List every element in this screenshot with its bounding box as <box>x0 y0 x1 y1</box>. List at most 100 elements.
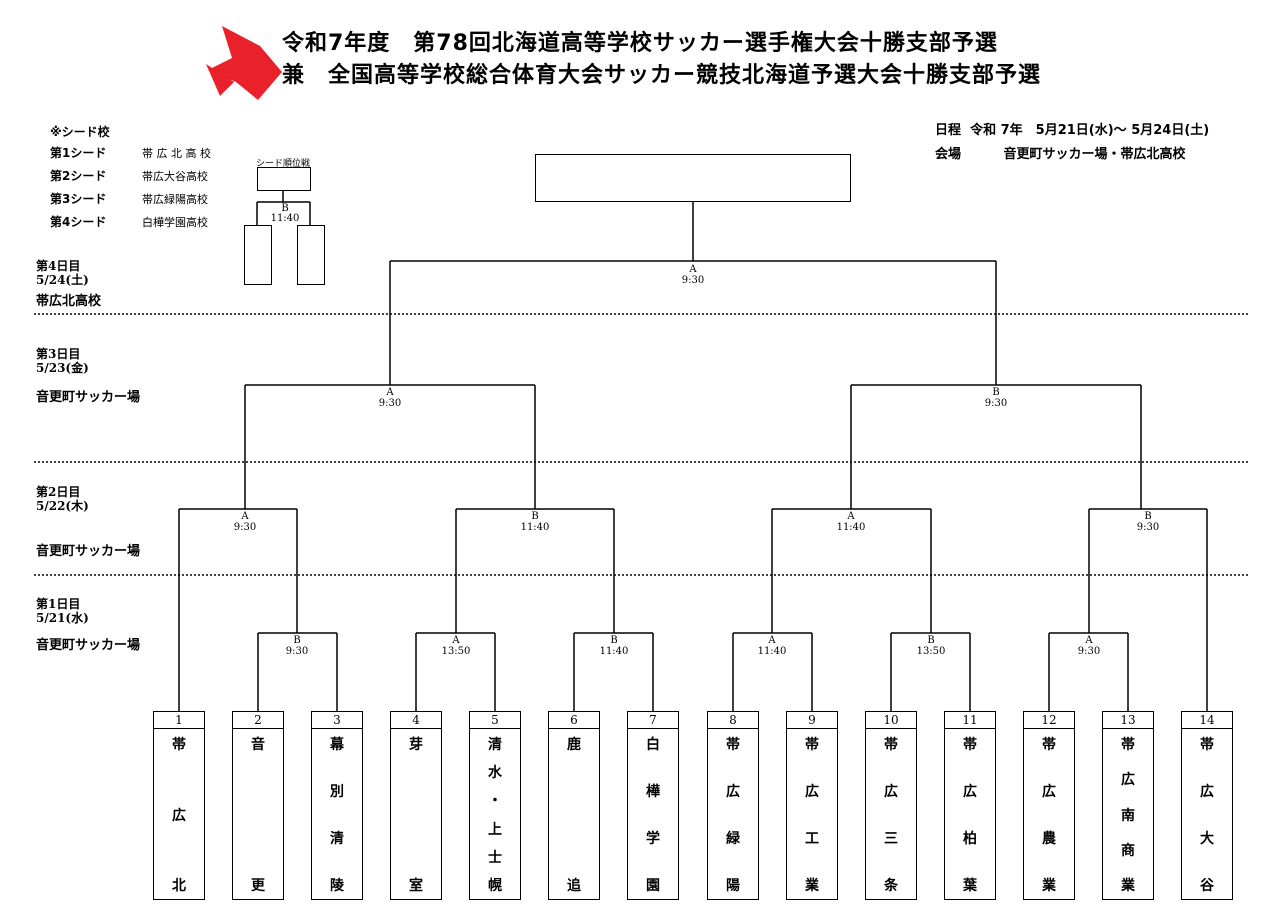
sf2-time: 9:30 <box>984 398 1008 409</box>
team-name-char: 工 <box>805 831 819 847</box>
day2-venue: 音更町サッカー場 <box>36 544 141 559</box>
team-name: 帯広農業 <box>1024 730 1074 895</box>
team-name-char: 陽 <box>726 878 740 894</box>
team-name-char: 緑 <box>726 831 740 847</box>
venue-value: 音更町サッカー場・帯広北高校 <box>1003 147 1186 162</box>
seed-playoff-slot-right <box>297 225 325 285</box>
seed-playoff-slot-left <box>244 225 272 285</box>
qf2-time: 11:40 <box>520 522 550 533</box>
title-line-1: 令和7年度 第78回北海道高等学校サッカー選手権大会十勝支部予選 <box>282 31 998 56</box>
team-name-char: 帯 <box>1200 737 1214 753</box>
team-name-char: 広 <box>172 807 186 824</box>
schedule-dates: 日程 令和 7年 5月21日(水)～ 5月24日(土) <box>935 120 1209 142</box>
team-name-char: 広 <box>805 784 819 800</box>
qf4-court: B <box>1144 511 1152 522</box>
seed-label: 第1シード <box>50 146 107 160</box>
r1e-time: 13:50 <box>916 646 946 657</box>
team-name-char: 別 <box>330 784 344 800</box>
seed-playoff-title: シード順位戦 <box>255 159 310 169</box>
day4-name: 第4日目 <box>36 259 81 273</box>
team-name-char: 柏 <box>963 831 977 847</box>
seed-playoff-result-box <box>257 167 311 191</box>
team-name-char: 広 <box>726 784 740 800</box>
team-name: 清水・上士幌 <box>470 730 520 895</box>
team-name-char: 大 <box>1200 831 1214 847</box>
day4-date: 5/24(土) <box>36 273 89 287</box>
day1-venue: 音更町サッカー場 <box>36 638 141 653</box>
r1b-time: 13:50 <box>441 646 471 657</box>
seed-row: 第3シード 帯広緑陽高校 <box>50 188 211 211</box>
team-name-char: 南 <box>1121 807 1135 824</box>
venue-label: 会場 <box>935 147 962 162</box>
team-number: 14 <box>1182 712 1232 729</box>
team-name-char: 樺 <box>646 784 660 800</box>
team-name-char: 三 <box>884 831 898 847</box>
seed-row: 第1シード 帯 広 北 高 校 <box>50 142 211 165</box>
final-time: 9:30 <box>681 275 705 286</box>
team-name-char: 陵 <box>330 878 344 894</box>
team-name-char: 帯 <box>726 737 740 753</box>
team-name-char: 谷 <box>1200 878 1214 894</box>
day2-date: 5/22(木) <box>36 499 89 513</box>
team-name-char: 業 <box>1042 878 1056 894</box>
seed-school: 帯広大谷高校 <box>142 170 208 183</box>
team-name-char: 広 <box>1200 784 1214 800</box>
team-name-char: 広 <box>1121 772 1135 789</box>
seed-school: 白樺学園高校 <box>142 216 208 229</box>
r1a-time: 9:30 <box>285 646 309 657</box>
team-name-char: 清 <box>330 831 344 847</box>
team-name-char: 上 <box>488 821 502 838</box>
team-name-char: 清 <box>488 737 502 753</box>
team-number: 8 <box>708 712 758 729</box>
r1f-time: 9:30 <box>1077 646 1101 657</box>
seed-list: ※シード校 第1シード 帯 広 北 高 校 第2シード 帯広大谷高校 第3シード… <box>50 122 211 234</box>
team-name-char: 帯 <box>884 737 898 753</box>
team-name-char: 条 <box>884 878 898 894</box>
r1d-court: A <box>768 635 776 646</box>
day3-name: 第3日目 <box>36 347 81 361</box>
seed-school: 帯 広 北 高 校 <box>142 147 211 160</box>
team-name-char: 商 <box>1121 842 1135 859</box>
qf1-time: 9:30 <box>233 522 257 533</box>
final-court: A <box>689 264 697 275</box>
team-name-char: 水 <box>488 765 502 782</box>
team-name: 帯広大谷 <box>1182 730 1232 895</box>
team-name: 芽室 <box>391 730 441 895</box>
qf1-court: A <box>241 511 249 522</box>
team-name-char: 農 <box>1042 831 1056 847</box>
team-name: 帯広工業 <box>787 730 837 895</box>
day3-date: 5/23(金) <box>36 361 89 375</box>
day1-date: 5/21(水) <box>36 611 89 625</box>
team-name: 帯広三条 <box>866 730 916 895</box>
team-name-char: 更 <box>251 878 265 894</box>
seed-label: 第2シード <box>50 169 107 183</box>
dates-label: 日程 <box>935 123 962 138</box>
team-name: 帯広緑陽 <box>708 730 758 895</box>
team-name-char: 広 <box>884 784 898 800</box>
team-number: 2 <box>233 712 283 729</box>
r1d-time: 11:40 <box>757 646 787 657</box>
team-name-char: 帯 <box>963 737 977 753</box>
team-name-char: 園 <box>646 878 660 894</box>
r1c-time: 11:40 <box>599 646 629 657</box>
team-name: 音更 <box>233 730 283 895</box>
team-number: 13 <box>1103 712 1153 729</box>
team-name-char: 業 <box>805 878 819 894</box>
team-name-char: 追 <box>567 878 581 894</box>
sf2-court: B <box>992 387 1000 398</box>
team-number: 12 <box>1024 712 1074 729</box>
team-name-char: 白 <box>646 737 660 753</box>
r1f-court: A <box>1085 635 1093 646</box>
seed-row: 第4シード 白樺学園高校 <box>50 211 211 234</box>
seed-heading: ※シード校 <box>50 125 110 139</box>
qf2-court: B <box>531 511 539 522</box>
